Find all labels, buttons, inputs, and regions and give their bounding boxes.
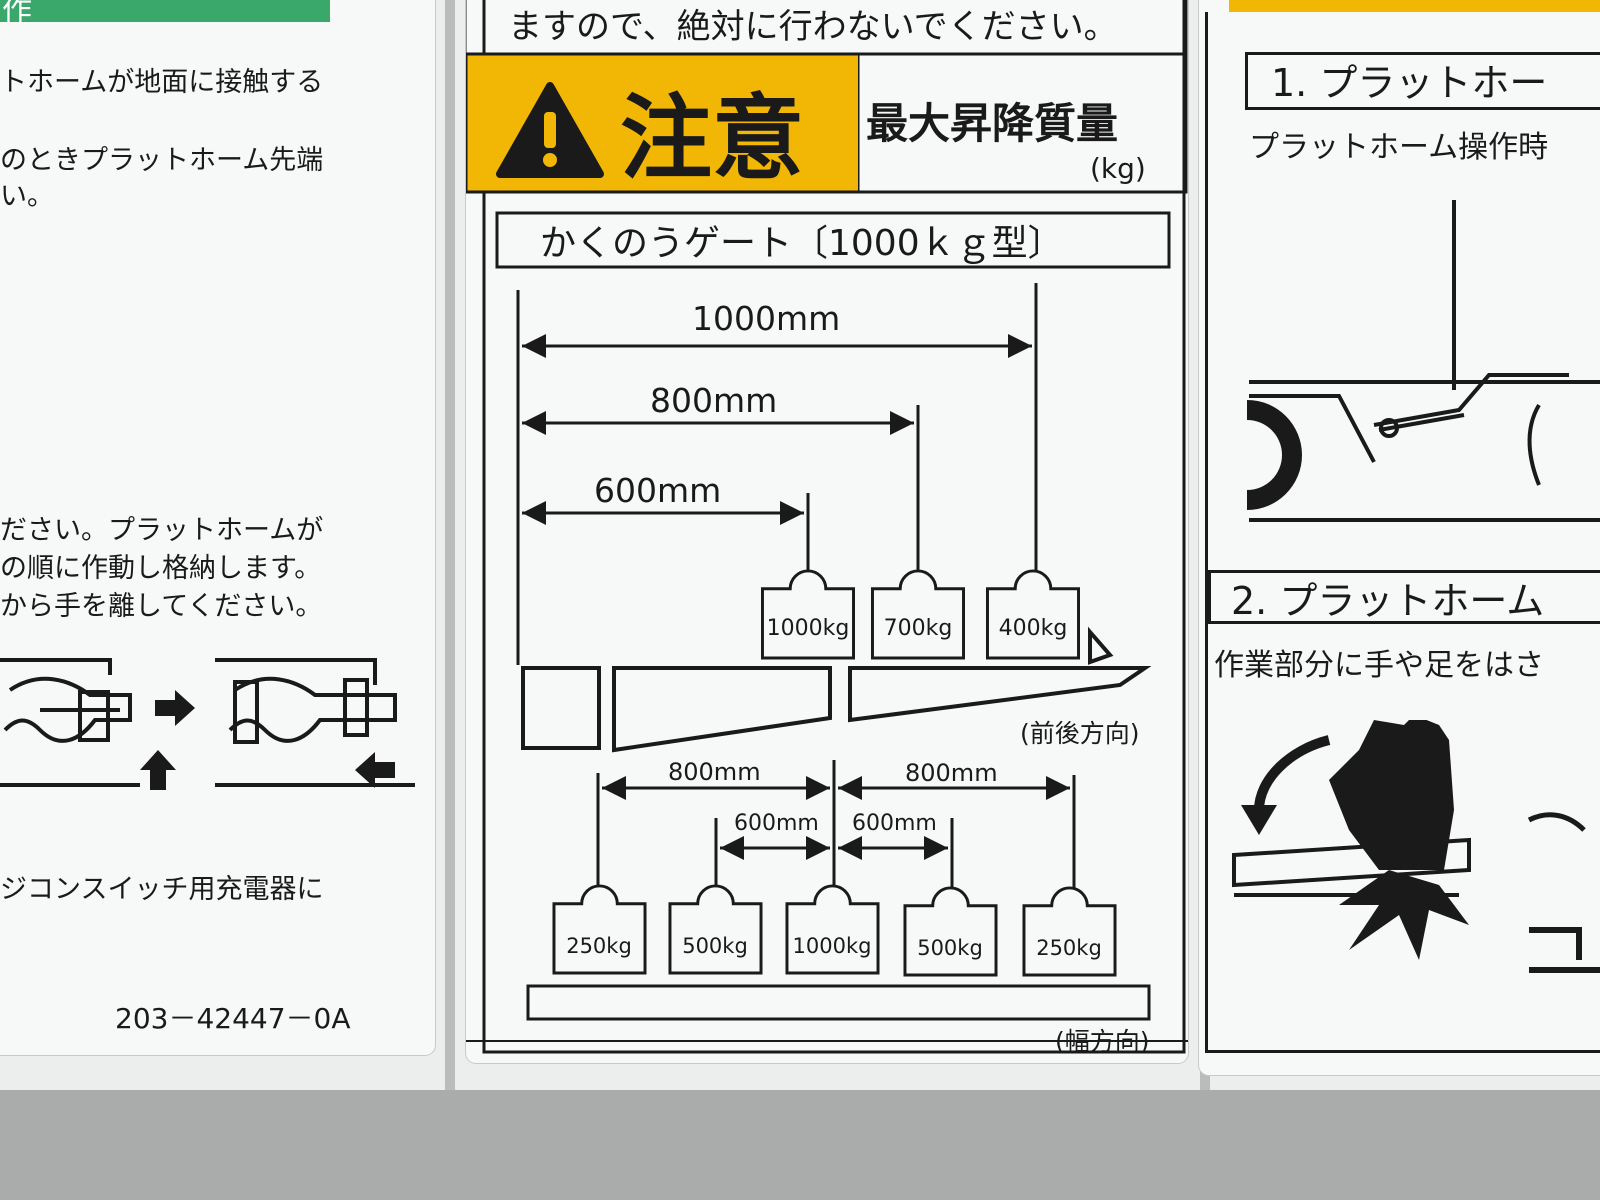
dim-label-800-left: 800mm <box>668 758 761 786</box>
left-warning-label: 作 トホームが地面に接触する のときプラットホーム先端 い。 ださい。プラットホ… <box>0 0 435 1055</box>
left-label-header-text: 作 <box>2 0 32 29</box>
platform-width-view <box>526 984 1151 1021</box>
front-back-diagram: 1000mm 800mm 600mm 1000kg 700kg 400kg (前… <box>516 283 1152 753</box>
right-label-frame <box>1205 12 1600 1053</box>
dim-label-1000: 1000mm <box>692 299 840 338</box>
step2-heading: 2. プラットホーム <box>1231 579 1545 623</box>
step2-text: 作業部分に手や足をはさ <box>1214 648 1544 683</box>
weight-icon <box>985 569 1081 660</box>
step2-heading-box <box>1208 570 1600 624</box>
weight-icon <box>870 569 966 660</box>
lateral-diagram: 800mm 800mm 600mm 600mm 250kg 500kg 1000… <box>526 758 1151 1056</box>
right-label-top-band <box>1229 0 1600 12</box>
step1-heading: 1. プラットホー <box>1271 61 1548 105</box>
product-title: かくのうゲート〔1000ｋｇ型〕 <box>540 223 1064 264</box>
left-label-line-2: のときプラットホーム先端 <box>0 145 324 176</box>
weight-icon <box>552 884 647 975</box>
step1-text: プラットホーム操作時 <box>1249 130 1549 165</box>
weight-icon <box>1022 886 1117 977</box>
weight-label-250kg-right: 250kg <box>1036 936 1102 960</box>
left-label-line-6: から手を離してください。 <box>0 591 323 622</box>
dim-label-800-right: 800mm <box>905 759 998 787</box>
top-warning-text: ますので、絶対に行わないでください。 <box>508 7 1118 47</box>
left-label-line-7: ジコンスイッチ用充電器に <box>0 874 324 905</box>
caution-word: 注意 <box>620 85 804 192</box>
max-mass-unit: (kg) <box>1090 152 1146 185</box>
platform-side-view <box>521 626 1152 753</box>
hand-pinch-warning-icon <box>1232 720 1600 973</box>
center-label-outer-frame <box>482 0 1186 1054</box>
weight-icon <box>903 886 998 977</box>
part-number: 203－42447－0A <box>115 1002 351 1035</box>
weight-label-250kg-left: 250kg <box>566 934 632 958</box>
gate-mechanism-illustration <box>0 658 415 790</box>
left-label-header-bar: 作 <box>0 0 330 29</box>
direction-front-back: (前後方向) <box>1020 719 1140 748</box>
left-label-line-5: の順に作動し格納します。 <box>0 553 322 584</box>
max-mass-title: 最大昇降質量 <box>866 99 1118 148</box>
weight-label-700kg: 700kg <box>884 616 953 641</box>
weight-label-400kg: 400kg <box>999 616 1068 641</box>
left-label-line-4: ださい。プラットホームが <box>0 515 324 546</box>
left-label-line-1: トホームが地面に接触する <box>0 67 324 98</box>
product-title-box <box>495 211 1171 269</box>
platform-lowering-illustration <box>1247 200 1600 522</box>
weight-label-1000kg-center: 1000kg <box>793 934 872 958</box>
dim-label-600: 600mm <box>594 471 721 510</box>
right-instruction-label: 1. プラットホー プラットホーム操作時 2. プラットホーム 作業部分に手や足… <box>1199 0 1600 1075</box>
center-capacity-label: ますので、絶対に行わないでください。 注意 最大昇降質量 (kg) かくのうゲー… <box>466 0 1188 1063</box>
caution-banner-frame <box>466 52 1188 194</box>
weight-icon <box>760 569 856 660</box>
step1-heading-box <box>1245 52 1600 110</box>
capacity-diagram: ますので、絶対に行わないでください。 注意 最大昇降質量 (kg) かくのうゲー… <box>466 0 1188 1056</box>
metal-frame-bottom <box>0 1090 1600 1200</box>
weight-icon <box>785 884 880 975</box>
weight-label-1000kg: 1000kg <box>767 616 850 641</box>
left-label-line-3: い。 <box>0 181 54 212</box>
weight-label-500kg-left: 500kg <box>682 934 748 958</box>
weight-icon <box>668 884 763 975</box>
dim-label-800: 800mm <box>650 381 777 420</box>
dim-label-600-right: 600mm <box>852 811 937 836</box>
weight-label-500kg-right: 500kg <box>917 936 983 960</box>
warning-triangle-icon <box>496 82 604 178</box>
dim-label-600-left: 600mm <box>734 811 819 836</box>
direction-width: (幅方向) <box>1055 1027 1150 1056</box>
